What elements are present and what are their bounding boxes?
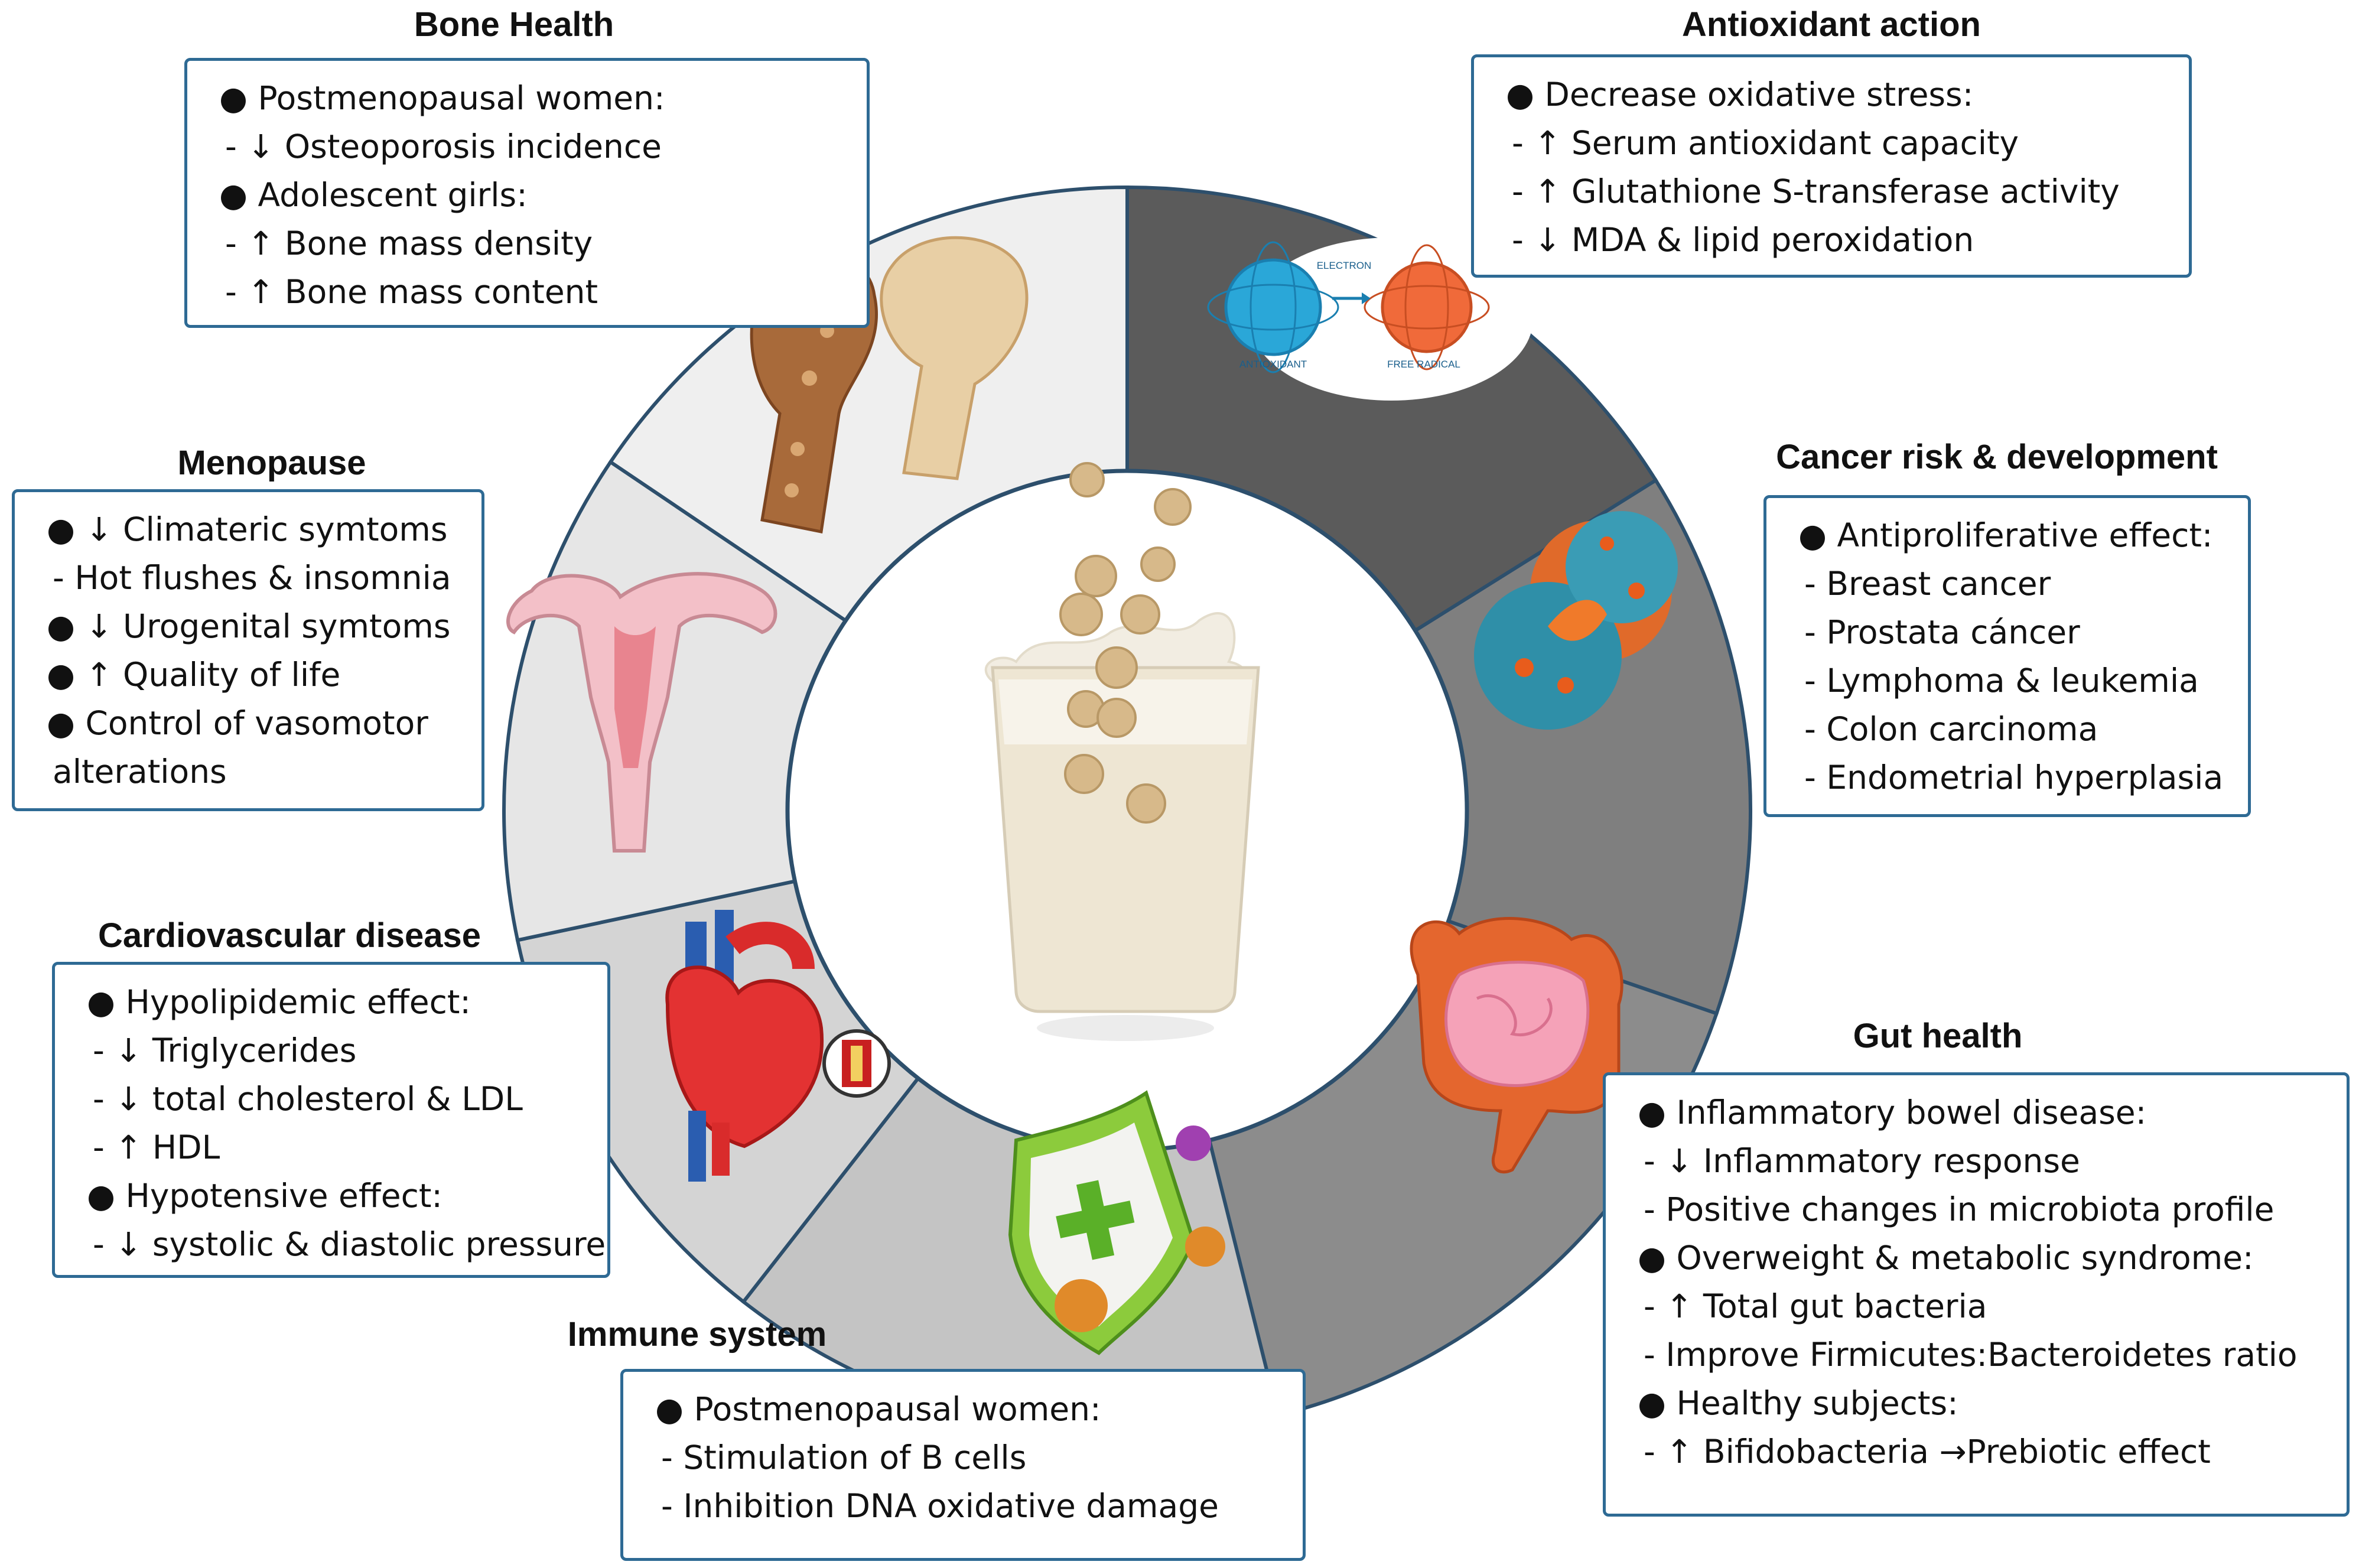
- dividing-cancer-cell-icon: [1474, 511, 1678, 730]
- bone-list-item: ● Adolescent girls:: [219, 176, 528, 214]
- gut-list-item: ● Healthy subjects:: [1638, 1384, 1958, 1422]
- bone-list-item: - ↑ Bone mass content: [225, 273, 598, 311]
- uterus-icon: [506, 572, 777, 853]
- gut-list-item: - ↑ Bifidobacteria →Prebiotic effect: [1644, 1433, 2211, 1471]
- antioxidant-list-item: - ↓ MDA & lipid peroxidation: [1512, 221, 1974, 259]
- electron-label: ELECTRON: [1317, 260, 1372, 271]
- menopause-list-item: alterations: [53, 753, 227, 790]
- cancer-list-item: - Endometrial hyperplasia: [1804, 759, 2224, 796]
- cancer-list-item: - Prostata cáncer: [1804, 613, 2080, 651]
- bone-list-item: - ↓ Osteoporosis incidence: [225, 128, 662, 165]
- immune-list-item: ● Postmenopausal women:: [655, 1390, 1101, 1428]
- cardio-list-item: - ↑ HDL: [93, 1128, 220, 1166]
- menopause-box: ● ↓ Climateric symtoms - Hot flushes & in…: [12, 489, 484, 811]
- gut-list-item: ● Inflammatory bowel disease:: [1638, 1094, 2147, 1131]
- immune-system-title: Immune system: [567, 1315, 827, 1354]
- antioxidant-list-item: ● Decrease oxidative stress:: [1506, 76, 1974, 113]
- menopause-list-item: ● ↑ Quality of life: [47, 656, 341, 694]
- menopause-title: Menopause: [177, 444, 366, 482]
- immune-list-item: - Stimulation of B cells: [661, 1439, 1027, 1476]
- antioxidant-action-box: ● Decrease oxidative stress: - ↑ Serum an…: [1471, 54, 2192, 278]
- intestines-icon: [1410, 917, 1623, 1174]
- immune-list-item: - Inhibition DNA oxidative damage: [661, 1487, 1219, 1525]
- cardiovascular-disease-title: Cardiovascular disease: [97, 916, 481, 955]
- antioxidant-electron-icon: ELECTRON ANTIOXIDANT FREE RADICAL: [1207, 238, 1533, 401]
- immune-shield-icon: [1008, 1090, 1225, 1355]
- menopause-list-item: ● ↓ Urogenital symtoms: [47, 607, 451, 645]
- antioxidant-action-title: Antioxidant action: [1682, 5, 1981, 44]
- cardiovascular-disease-box: ● Hypolipidemic effect: - ↓ Triglycerides…: [52, 962, 610, 1278]
- gut-list-item: - Positive changes in microbiota profile: [1644, 1190, 2275, 1228]
- menopause-list-item: - Hot flushes & insomnia: [53, 559, 451, 597]
- bone-list-item: - ↑ Bone mass density: [225, 225, 593, 262]
- gut-list-item: - ↓ Inflammatory response: [1644, 1142, 2080, 1180]
- cardio-list-item: - ↓ systolic & diastolic pressure: [93, 1225, 606, 1263]
- cardio-list-item: ● Hypotensive effect:: [87, 1177, 442, 1215]
- antioxidant-list-item: - ↑ Serum antioxidant capacity: [1512, 124, 2019, 162]
- cardio-list-item: ● Hypolipidemic effect:: [87, 983, 471, 1021]
- gut-list-item: - Improve Firmicutes:Bacteroidetes ratio: [1644, 1336, 2298, 1374]
- cancer-list-item: ● Antiproliferative effect:: [1798, 516, 2213, 554]
- gut-list-item: - ↑ Total gut bacteria: [1644, 1287, 1987, 1325]
- gut-health-title: Gut health: [1853, 1017, 2023, 1055]
- menopause-list-item: ● ↓ Climateric symtoms: [47, 510, 448, 548]
- bone-health-title: Bone Health: [414, 5, 614, 44]
- cancer-risk-title: Cancer risk & development: [1776, 438, 2218, 476]
- cardio-list-item: - ↓ total cholesterol & LDL: [93, 1080, 523, 1118]
- menopause-list-item: ● Control of vasomotor: [47, 704, 428, 742]
- gut-list-item: ● Overweight & metabolic syndrome:: [1638, 1239, 2254, 1277]
- gut-health-box: ● Inflammatory bowel disease: - ↓ Inflamm…: [1603, 1072, 2350, 1517]
- heart-artery-icon: [665, 910, 891, 1182]
- bone-list-item: ● Postmenopausal women:: [219, 79, 665, 117]
- immune-system-box: ● Postmenopausal women: - Stimulation of …: [620, 1369, 1306, 1561]
- cancer-list-item: - Breast cancer: [1804, 565, 2051, 603]
- bone-health-box: ● Postmenopausal women: - ↓ Osteoporosis …: [184, 58, 870, 328]
- antioxidant-list-item: - ↑ Glutathione S-transferase activity: [1512, 173, 2120, 210]
- soy-milk-glass-image: [984, 462, 1260, 1041]
- antioxidant-label: ANTIOXIDANT: [1239, 359, 1307, 370]
- cancer-list-item: - Colon carcinoma: [1804, 710, 2098, 748]
- free-radical-label: FREE RADICAL: [1387, 359, 1460, 370]
- cancer-risk-box: ● Antiproliferative effect: - Breast canc…: [1763, 495, 2251, 817]
- cardio-list-item: - ↓ Triglycerides: [93, 1032, 357, 1069]
- cancer-list-item: - Lymphoma & leukemia: [1804, 662, 2199, 700]
